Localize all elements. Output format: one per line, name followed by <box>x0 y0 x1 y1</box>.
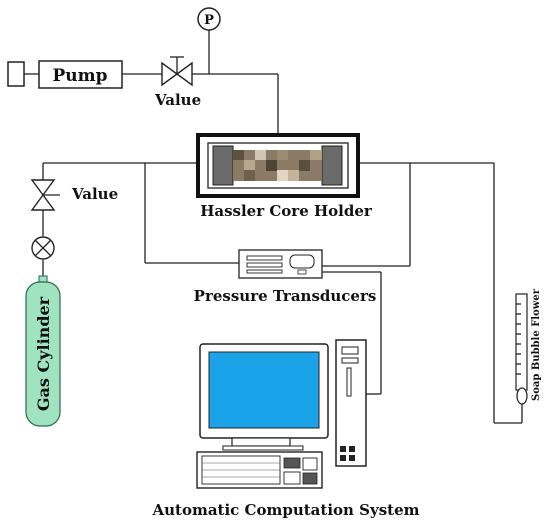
monitor-screen <box>208 351 320 429</box>
monitor <box>199 343 329 451</box>
core-holder <box>196 133 360 198</box>
computer <box>196 339 367 489</box>
valve-top-icon <box>161 56 193 87</box>
core-holder-label: Hassler Core Holder <box>200 202 373 220</box>
pump: Pump <box>7 60 123 89</box>
pipe-lines <box>42 30 523 424</box>
regulator-icon <box>31 236 55 260</box>
flow-meter-label: Soap Bubble Flower <box>531 288 542 401</box>
valve-left-label: Value <box>71 185 118 203</box>
computer-tower <box>335 339 367 467</box>
keyboard <box>196 451 323 489</box>
transducers-label: Pressure Transducers <box>194 287 377 305</box>
gas-cylinder-label: Gas Cylinder <box>34 296 53 411</box>
valve-left-icon <box>30 179 60 211</box>
pressure-transducer <box>238 249 323 279</box>
pump-label: Pump <box>52 66 107 86</box>
end-plug-right <box>321 145 343 186</box>
core-sample <box>233 150 322 181</box>
pump-body <box>38 60 123 89</box>
pump-motor-icon <box>7 61 25 87</box>
pressure-gauge-icon: P <box>197 7 221 31</box>
soap-bubble-flowmeter: Soap Bubble Flower <box>515 288 542 405</box>
valve-top-label: Value <box>154 91 201 109</box>
computer-label: Automatic Computation System <box>151 501 419 519</box>
gas-cylinder: Gas Cylinder <box>25 275 61 427</box>
end-plug-left <box>212 145 234 186</box>
bubble-bulb <box>516 387 528 405</box>
pressure-gauge-label: P <box>204 13 214 28</box>
